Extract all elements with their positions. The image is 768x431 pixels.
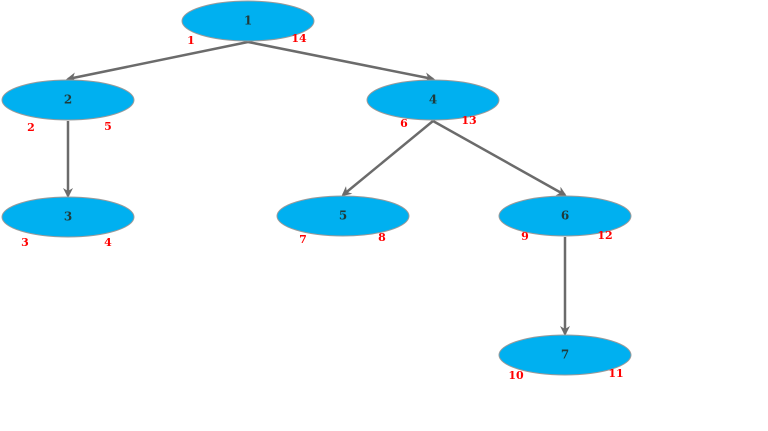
node-label: 6 [561,209,569,223]
edge-n4-n6 [432,119,567,197]
node-label: 4 [429,93,437,107]
discover-time: 10 [508,369,524,382]
node-ellipse[interactable] [366,79,500,121]
finish-time: 13 [461,114,476,127]
node-ellipse[interactable] [181,0,315,42]
node-label: 7 [561,348,569,362]
node-2[interactable]: 2 2 5 [1,79,135,134]
node-7[interactable]: 7 10 11 [498,334,632,382]
node-ellipse[interactable] [498,195,632,237]
edge-n1-n2 [66,40,249,83]
finish-time: 4 [104,236,112,249]
discover-time: 3 [21,236,29,249]
discover-time: 7 [299,233,307,246]
finish-time: 8 [378,231,386,244]
node-4[interactable]: 4 6 13 [366,79,500,130]
node-label: 5 [339,209,347,223]
node-label: 3 [64,210,72,224]
discover-time: 6 [400,117,408,130]
discover-time: 1 [187,34,195,47]
node-1[interactable]: 1 1 14 [181,0,315,47]
finish-time: 11 [608,367,623,380]
node-label: 1 [244,14,252,28]
node-ellipse[interactable] [498,334,632,376]
finish-time: 14 [291,32,307,45]
node-6[interactable]: 6 9 12 [498,195,632,243]
finish-time: 12 [597,229,612,242]
node-3[interactable]: 3 3 4 [1,196,135,249]
node-5[interactable]: 5 7 8 [276,195,410,246]
discover-time: 2 [27,121,35,134]
edge-n1-n4 [247,40,435,83]
finish-time: 5 [104,120,112,133]
node-ellipse[interactable] [276,195,410,237]
discover-time: 9 [521,230,529,243]
node-label: 2 [64,93,72,107]
node-ellipse[interactable] [1,79,135,121]
edge-n4-n5 [341,120,434,197]
node-ellipse[interactable] [1,196,135,238]
